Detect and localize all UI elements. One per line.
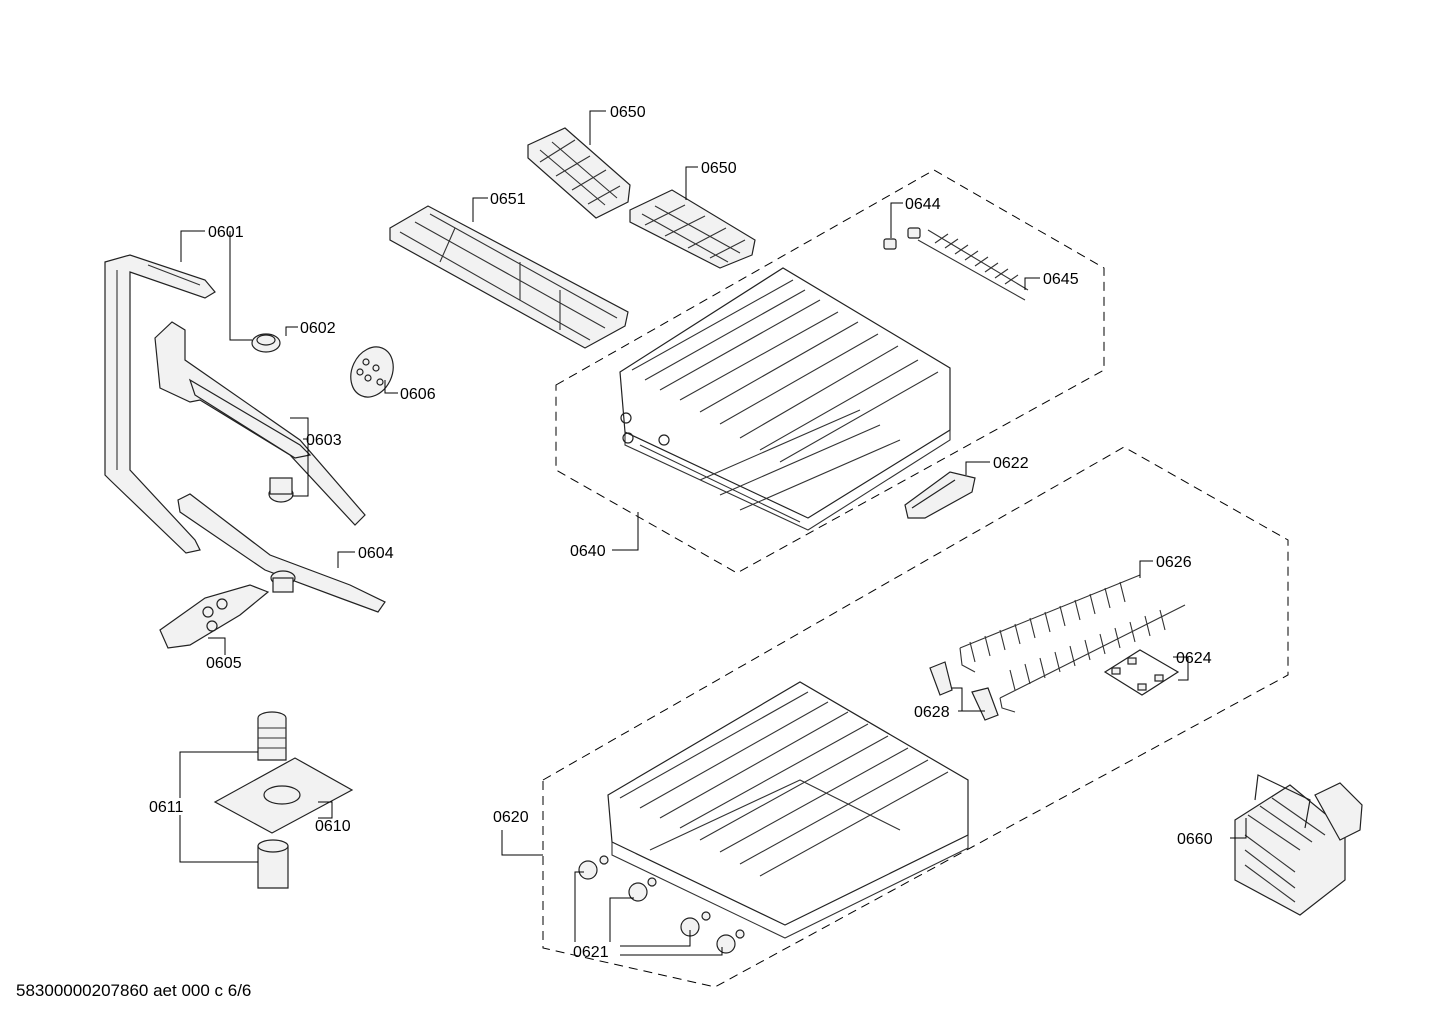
cup-shelf-0650-a (527, 127, 631, 219)
tine-row-0626 (959, 574, 1186, 713)
label-0606: 0606 (400, 386, 436, 403)
filter-0611 (257, 711, 289, 889)
label-0660: 0660 (1177, 831, 1213, 848)
label-0603: 0603 (306, 432, 342, 449)
lower-basket-group-outline (542, 446, 1289, 988)
label-0624: 0624 (1176, 650, 1212, 667)
handle-0622 (904, 471, 976, 519)
label-0650-b: 0650 (701, 160, 737, 177)
rack-rail-0645 (917, 229, 1029, 301)
clips-0628 (929, 661, 999, 721)
plate-0605 (159, 584, 270, 649)
cup-shelf-0650-b (629, 189, 756, 269)
wheels-0621 (578, 855, 745, 954)
label-0611: 0611 (149, 799, 184, 816)
spray-arm-0603 (154, 321, 366, 526)
clip-0644 (883, 227, 921, 250)
label-0644: 0644 (905, 196, 941, 213)
upper-basket-0640 (619, 267, 951, 531)
label-0604: 0604 (358, 545, 394, 562)
supply-pipe-0601 (104, 254, 216, 554)
spray-arm-0604 (177, 493, 386, 613)
label-0651: 0651 (490, 191, 526, 208)
label-0610: 0610 (315, 818, 351, 835)
label-0622: 0622 (993, 455, 1029, 472)
nut-0602 (251, 333, 281, 353)
filter-plate-0610 (213, 757, 354, 834)
label-0605: 0605 (206, 655, 242, 672)
cutlery-tray-0651 (389, 205, 629, 349)
label-0628: 0628 (914, 704, 950, 721)
label-0621: 0621 (573, 944, 609, 961)
label-0640: 0640 (570, 543, 606, 560)
leader-lines (179, 110, 1247, 956)
label-0650-a: 0650 (610, 104, 646, 121)
label-0620: 0620 (493, 809, 529, 826)
label-0602: 0602 (300, 320, 336, 337)
clips-0624 (1103, 649, 1180, 696)
cutlery-basket-0660 (1234, 774, 1363, 916)
document-id: 58300000207860 aet 000 c 6/6 (16, 981, 252, 1000)
lower-basket-0620 (607, 681, 969, 939)
label-0626: 0626 (1156, 554, 1192, 571)
nozzle-0606 (350, 346, 394, 398)
label-0645: 0645 (1043, 271, 1079, 288)
label-0601: 0601 (208, 224, 244, 241)
